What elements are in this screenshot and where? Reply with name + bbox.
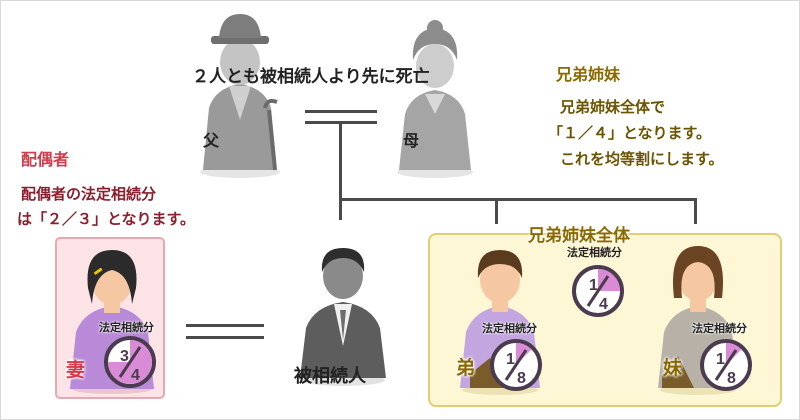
wife-share-numerator: 3 [120, 348, 129, 365]
spouse-heading: 配偶者 [21, 150, 70, 169]
decedent-figure [300, 248, 386, 386]
decedent-name: 被相続人 [294, 366, 366, 387]
siblings-group-share-label: 法定相続分 [567, 246, 622, 259]
brother-name: 弟 [456, 357, 476, 379]
wife-share-label: 法定相続分 [99, 321, 154, 334]
parents-marriage-line-bottom [305, 121, 377, 124]
brother-share-denominator: 8 [517, 370, 526, 387]
wife-name: 妻 [66, 359, 86, 381]
spouse-marriage-line-bottom [186, 336, 264, 339]
sister-share-label: 法定相続分 [692, 322, 747, 335]
sister-drop-line [694, 198, 697, 224]
brother-share-numerator: 1 [506, 351, 515, 368]
siblings-desc-line1: 兄弟姉妹全体で [560, 98, 666, 116]
deceased-parents-note: ２人とも被相続人より先に死亡 [192, 67, 430, 87]
siblings-desc-line2: 「１／４」となります。 [548, 124, 712, 142]
father-name: 父 [203, 131, 220, 150]
spouse-desc-line1: 配偶者の法定相続分 [21, 185, 157, 203]
siblings-group-title: 兄弟姉妹全体 [528, 226, 630, 246]
descent-line-vertical [339, 124, 342, 220]
siblings-group-share-pie: 1 4 [572, 265, 624, 317]
sister-name: 妹 [663, 357, 683, 379]
siblings-group-share-numerator: 1 [589, 277, 598, 294]
brother-drop-line [495, 198, 498, 224]
sister-share-pie: 1 8 [700, 339, 752, 391]
mother-figure [397, 20, 473, 178]
sister-share-denominator: 8 [727, 370, 736, 387]
wife-share-denominator: 4 [131, 367, 140, 384]
spouse-marriage-line-top [186, 324, 264, 327]
parents-marriage-line-top [305, 110, 377, 113]
siblings-heading: 兄弟姉妹 [556, 65, 621, 84]
spouse-desc-line2: は「２／３」となります。 [17, 210, 196, 228]
father-figure [200, 14, 280, 178]
sibling-bus-line [339, 198, 697, 201]
brother-share-label: 法定相続分 [482, 322, 537, 335]
siblings-desc-line3: これを均等割にします。 [560, 150, 724, 168]
brother-share-pie: 1 8 [490, 339, 542, 391]
wife-share-pie: 3 4 [104, 336, 156, 388]
mother-name: 母 [403, 131, 420, 150]
sister-share-numerator: 1 [716, 351, 725, 368]
siblings-group-share-denominator: 4 [599, 296, 608, 313]
